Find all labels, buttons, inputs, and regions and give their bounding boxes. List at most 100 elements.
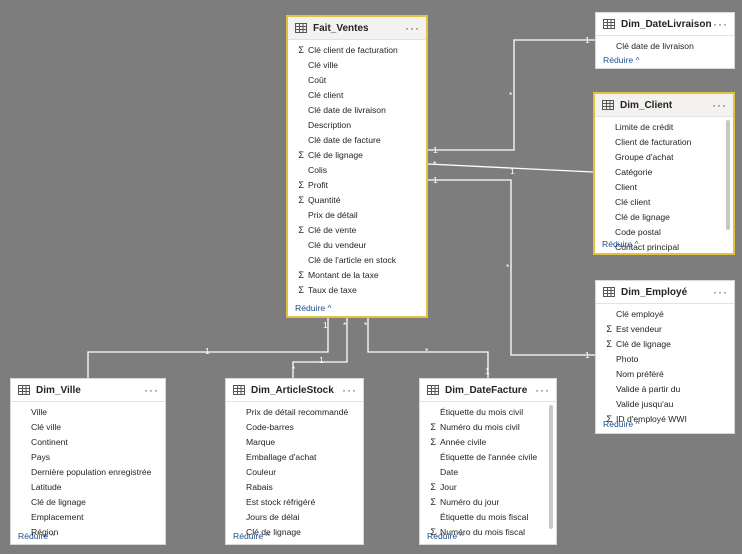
field-row[interactable]: Photo [596,352,734,367]
field-row[interactable]: Groupe d'achat [595,150,733,165]
field-row[interactable]: Clé de lignage [226,525,363,540]
sigma-icon: Σ [606,339,612,349]
field-row[interactable]: Étiquette de l'année civile [420,450,556,465]
field-row[interactable]: Marque [226,435,363,450]
table-header[interactable]: Dim_Employé··· [596,281,734,304]
more-options-icon[interactable]: ··· [535,383,550,397]
field-row[interactable]: Étiquette du mois civil [420,405,556,420]
field-row[interactable]: Clé de lignage [11,495,165,510]
field-row[interactable]: Clé du vendeur [288,238,426,253]
field-row[interactable]: Nom préféré [596,367,734,382]
field-row[interactable]: Clé ville [11,420,165,435]
field-row[interactable]: Valide à partir du [596,382,734,397]
field-row[interactable]: Contact principal [595,240,733,253]
collapse-link[interactable]: Réduire ^ [233,531,270,541]
field-row[interactable]: Prix de détail [288,208,426,223]
field-row[interactable]: Clé employé [596,307,734,322]
field-row[interactable]: Clé client [595,195,733,210]
field-row[interactable]: Emballage d'achat [226,450,363,465]
field-row[interactable]: Étiquette du mois fiscal [420,510,556,525]
field-row[interactable]: Dernière population enregistrée [11,465,165,480]
field-row[interactable]: Clé client [288,88,426,103]
field-row[interactable]: Continent [11,435,165,450]
field-row[interactable]: Limite de crédit [595,120,733,135]
table-header[interactable]: Dim_Client··· [595,94,733,117]
table-header[interactable]: Dim_ArticleStock··· [226,379,363,402]
field-row[interactable]: Description [288,118,426,133]
collapse-link[interactable]: Réduire ^ [603,419,640,429]
scrollbar[interactable] [549,405,553,529]
field-row[interactable]: Latitude [11,480,165,495]
field-row[interactable]: Rabais [226,480,363,495]
collapse-link[interactable]: Réduire ^ [603,55,640,65]
more-options-icon[interactable]: ··· [713,285,728,299]
card-one-label: 1 [323,320,328,330]
field-row[interactable]: Emplacement [11,510,165,525]
more-options-icon[interactable]: ··· [405,21,420,35]
field-row[interactable]: Couleur [226,465,363,480]
field-row[interactable]: Coût [288,73,426,88]
table-icon [603,287,615,297]
field-row[interactable]: Clé date de livraison [596,39,734,54]
field-row[interactable]: Catégorie [595,165,733,180]
field-row[interactable]: Pays [11,450,165,465]
field-spacer [11,465,31,480]
field-row[interactable]: Client [595,180,733,195]
field-row[interactable]: Clé date de facture [288,133,426,148]
field-row[interactable]: Jours de délai [226,510,363,525]
field-row[interactable]: Colis [288,163,426,178]
field-row[interactable]: Client de facturation [595,135,733,150]
table-card-dim-articlestock[interactable]: Dim_ArticleStock··· Prix de détail recomm… [225,378,364,545]
table-header[interactable]: Fait_Ventes··· [288,17,426,40]
table-card-dim-datelivraison[interactable]: Dim_DateLivraison··· Clé date de livraiso… [595,12,735,69]
collapse-link[interactable]: Réduire ^ [602,239,639,249]
table-icon [18,385,30,395]
more-options-icon[interactable]: ··· [342,383,357,397]
field-row[interactable]: Clé de l'article en stock [288,253,426,268]
field-row[interactable]: Ville [11,405,165,420]
collapse-link[interactable]: Réduire ^ [427,531,464,541]
field-row[interactable]: Code postal [595,225,733,240]
field-row[interactable]: Date [420,465,556,480]
field-spacer [226,465,246,480]
table-card-dim-datefacture[interactable]: Dim_DateFacture··· Étiquette du mois civi… [419,378,557,545]
field-spacer [596,307,616,322]
collapse-link[interactable]: Réduire ^ [295,303,332,313]
field-row[interactable]: Code-barres [226,420,363,435]
field-row[interactable]: Clé ville [288,58,426,73]
more-options-icon[interactable]: ··· [144,383,159,397]
field-row[interactable]: Clé de lignage [595,210,733,225]
collapse-link[interactable]: Réduire ^ [18,531,55,541]
more-options-icon[interactable]: ··· [713,17,728,31]
field-row[interactable]: Région [11,525,165,540]
more-options-icon[interactable]: ··· [712,98,727,112]
field-spacer [420,510,440,525]
scrollbar[interactable] [726,120,730,230]
field-row[interactable]: Valide jusqu'au [596,397,734,412]
field-row[interactable]: Clé date de livraison [288,103,426,118]
table-header[interactable]: Dim_DateLivraison··· [596,13,734,36]
field-row[interactable]: Est stock réfrigéré [226,495,363,510]
table-header[interactable]: Dim_DateFacture··· [420,379,556,402]
table-header[interactable]: Dim_Ville··· [11,379,165,402]
field-row[interactable]: Prix de détail recommandé [226,405,363,420]
